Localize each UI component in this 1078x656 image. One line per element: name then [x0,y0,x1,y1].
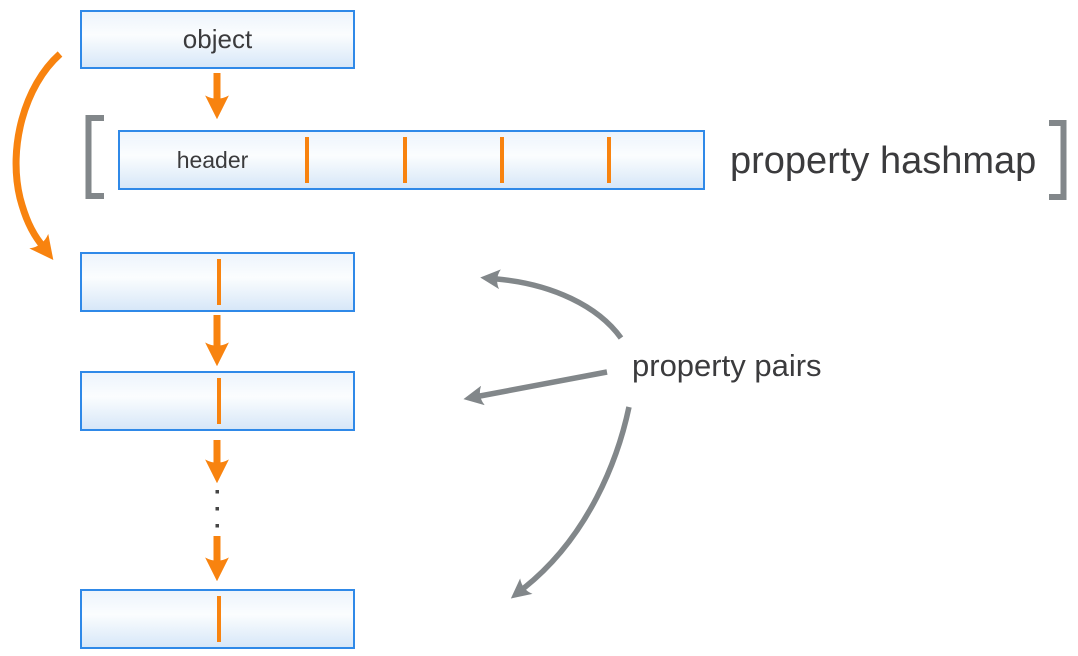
object-box: object [80,10,355,69]
property-pair-box [80,371,355,431]
cell-divider [305,137,309,183]
ellipsis-dot [215,524,219,528]
ellipsis-dot [215,490,219,494]
ellipsis-dots [215,490,219,528]
pair-divider [217,259,221,305]
header-label: header [176,147,249,173]
cell-divider [607,137,611,183]
property-pair-box [80,589,355,649]
right-bracket [1049,120,1067,200]
pair-divider [217,596,221,642]
cell-divider [403,137,407,183]
cell-divider [500,137,504,183]
property-pair-box [80,252,355,312]
ellipsis-dot [215,507,219,511]
left-bracket [85,115,104,199]
pointer-arrow-top [480,269,624,340]
property-pairs-label: property pairs [632,348,822,383]
arrow-curved-object-to-first-pair [12,51,63,261]
pair-divider [217,378,221,424]
pointer-arrow-bottom [510,406,632,599]
property-hashmap-label: property hashmap [730,140,1037,182]
hashmap-header-box: header [118,130,705,190]
object-label: object [182,24,253,54]
pointer-arrows [463,269,632,599]
pointer-arrow-middle [463,369,608,406]
